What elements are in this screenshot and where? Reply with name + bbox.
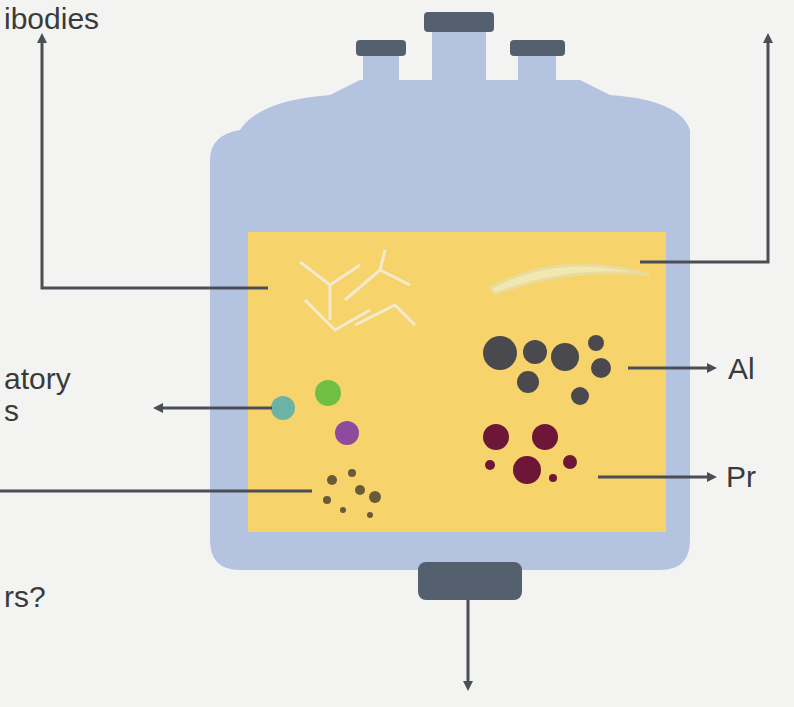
fibrin-figure (490, 265, 650, 294)
allo-cells (483, 335, 611, 405)
antibodies-label: ibodies (4, 2, 99, 35)
debris-particles (323, 469, 381, 518)
outlet-arrow (467, 600, 470, 686)
port-cap (424, 12, 494, 32)
pr-cells (483, 424, 577, 484)
mediators-label: s (4, 394, 19, 427)
cell (315, 380, 341, 406)
outlet-port (418, 562, 522, 600)
leader-line (628, 367, 712, 370)
port-cap (510, 40, 565, 56)
leader-line (598, 476, 712, 479)
leader-line (42, 38, 268, 288)
mediators-label: atory (4, 362, 71, 395)
cell (335, 421, 359, 445)
leader-line (640, 38, 768, 262)
allo-label: Al (728, 352, 755, 385)
leader-line (0, 490, 312, 493)
pr-label: Pr (726, 460, 756, 493)
antibodies-figure (300, 250, 415, 330)
blood-product-fluid (248, 232, 666, 532)
bag-body (210, 80, 690, 570)
cell (271, 396, 295, 420)
leader-line (158, 407, 272, 410)
port-cap (356, 40, 406, 56)
question-label: rs? (4, 580, 46, 613)
